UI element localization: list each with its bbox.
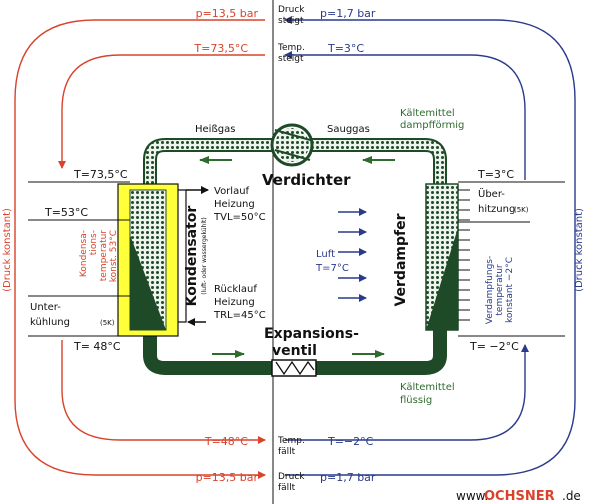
top-pressure-low: p=1,7 bar [320, 7, 376, 20]
sauggas-label: Sauggas [327, 124, 370, 135]
condenser-outlet-temp: T= 48°C [73, 340, 121, 353]
ochsner-logo: www. OCHSNER .de [456, 489, 581, 504]
bottom-pressure-low: p=1,7 bar [320, 471, 376, 484]
ueberhitzung-label-1: Über- [478, 187, 505, 200]
vorlauf-line-1: Vorlauf [214, 186, 250, 197]
bottom-pressure-high: p=13,5 bar [196, 471, 259, 484]
evaporator-reference-lines [458, 181, 565, 337]
condenser-53-temp: T=53°C [44, 206, 88, 219]
unterkuehlung-k: (5K) [100, 319, 115, 327]
luft-temp: T=7°C [315, 263, 349, 274]
evaporator-inlet-temp: T= −2°C [469, 340, 519, 353]
condenser-inlet-temp: T=73,5°C [73, 168, 128, 181]
kondensation-label-2: tions- [89, 230, 99, 255]
kondensation-label-3: temperatur [99, 230, 109, 282]
condenser-reference-lines [28, 181, 130, 337]
vorlauf-line-3: TVL=50°C [213, 212, 266, 223]
top-temp-label: Temp. [277, 43, 305, 53]
verdampfung-label-3: konstant −2°C [505, 257, 515, 323]
hot-side-pressure-loop [14, 19, 266, 479]
verdampfung-label-2: temperatur [495, 264, 505, 316]
evaporator-unit [425, 183, 470, 331]
top-temperature-high: T=73,5°C [193, 42, 248, 55]
top-temperature-low: T=3°C [327, 42, 364, 55]
condenser-unit [117, 183, 187, 337]
liquid-label-1: Kältemittel [400, 382, 455, 393]
ueberhitzung-k: (5K) [514, 206, 529, 214]
kondensator-sublabel: (luft- oder wassergekühlt) [201, 217, 208, 294]
cold-side-temperature-loop [285, 344, 529, 441]
top-steigt-label: steigt [278, 16, 304, 26]
hot-side-outlet-temperature-line [61, 340, 266, 444]
liquid-label-2: flüssig [400, 395, 432, 406]
ruecklauf-line-2: Heizung [214, 297, 255, 308]
vapor-label-1: Kältemittel [400, 108, 455, 119]
ruecklauf-line-3: TRL=45°C [213, 310, 266, 321]
evaporator-outlet-temp: T=3°C [477, 168, 514, 181]
verdichter-label: Verdichter [262, 171, 351, 189]
bottom-temp-faellt-label: fällt [278, 447, 296, 457]
verdampfung-label-1: Verdampfungs- [485, 256, 495, 324]
cold-side-druck-konstant: (Druck konstant) [574, 208, 585, 292]
expansion-valve-symbol [271, 359, 317, 377]
cold-side-outlet-temperature-line [284, 51, 526, 180]
heissgas-label: Heißgas [195, 124, 235, 135]
kondensation-label-4: konst. 53°C [109, 230, 119, 282]
verdampfer-label: Verdampfer [393, 213, 409, 306]
hot-side-druck-konstant: (Druck konstant) [2, 208, 13, 292]
air-flow-arrows [338, 208, 367, 302]
unterkuehlung-label-1: Unter- [30, 302, 61, 313]
top-druck-label: Druck [278, 5, 305, 15]
expansion-label-2: ventil [272, 343, 317, 359]
expansion-label-1: Expansions- [264, 326, 359, 342]
ueberhitzung-label-2: hitzung [478, 204, 515, 215]
compressor-symbol [270, 123, 314, 167]
vapor-label-2: dampfförmig [400, 120, 464, 131]
ruecklauf-line-1: Rücklauf [214, 284, 257, 295]
unterkuehlung-label-2: kühlung [30, 317, 70, 328]
top-temp-steigt-label: steigt [278, 54, 304, 64]
bottom-temperature-low: T=−2°C [327, 435, 374, 448]
vorlauf-line-2: Heizung [214, 199, 255, 210]
brand-name: OCHSNER [484, 489, 555, 504]
brand-prefix: www. [456, 489, 488, 503]
bottom-faellt-label: fällt [278, 483, 296, 493]
brand-suffix: .de [562, 489, 581, 503]
top-pressure-high: p=13,5 bar [196, 7, 259, 20]
bottom-temperature-high: T=48°C [204, 435, 248, 448]
luft-label: Luft [316, 249, 335, 260]
bottom-temp-label: Temp. [277, 436, 305, 446]
kondensator-label: Kondensator [184, 206, 200, 307]
hot-side-temperature-loop [58, 54, 265, 169]
kondensation-label-1: Kondensa- [79, 230, 89, 277]
bottom-druck-label: Druck [278, 472, 305, 482]
cold-side-pressure-loop [284, 16, 576, 476]
